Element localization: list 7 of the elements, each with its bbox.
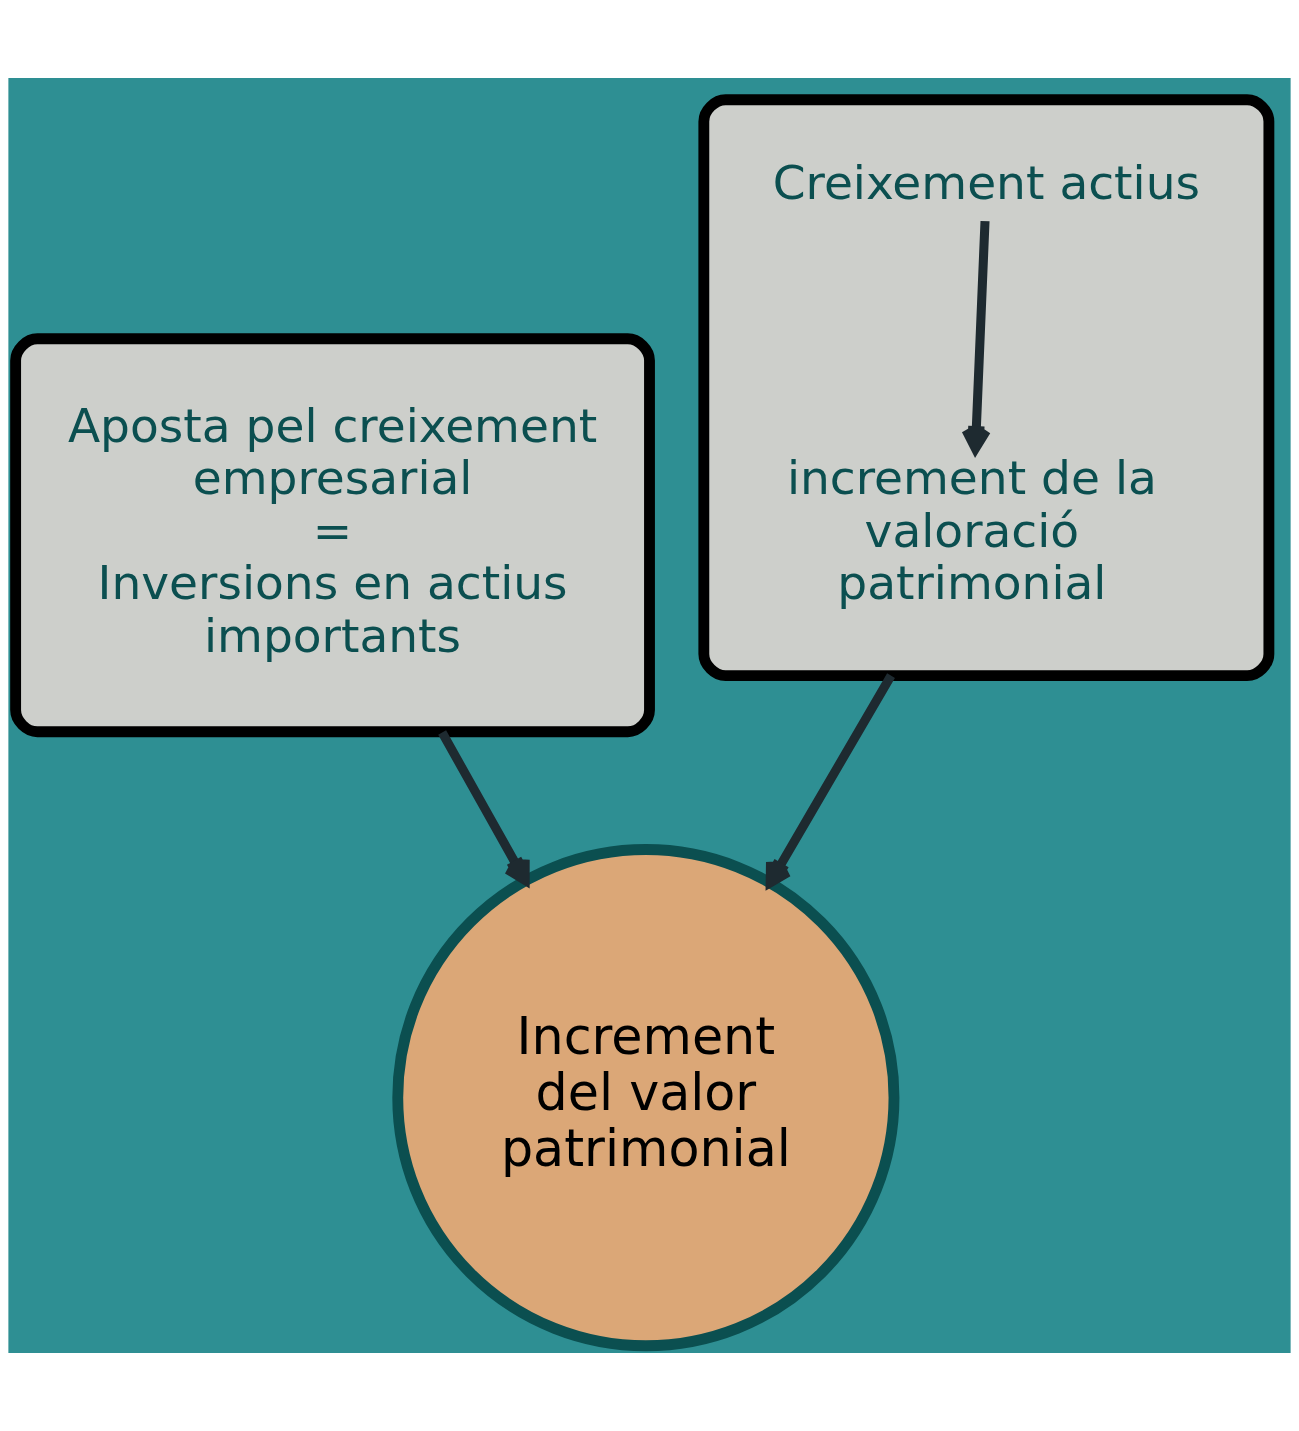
node-circle: Increment del valor patrimonial [392,844,900,1352]
node-box: Aposta pel creixement empresarial = Inversions en actius importants [10,333,655,738]
cluster [698,94,1275,682]
node-text: increment de la valoració patrimonial [786,450,1157,611]
arrow [438,730,530,886]
arrow [765,673,895,888]
node-text: Creixement actius [772,154,1201,210]
